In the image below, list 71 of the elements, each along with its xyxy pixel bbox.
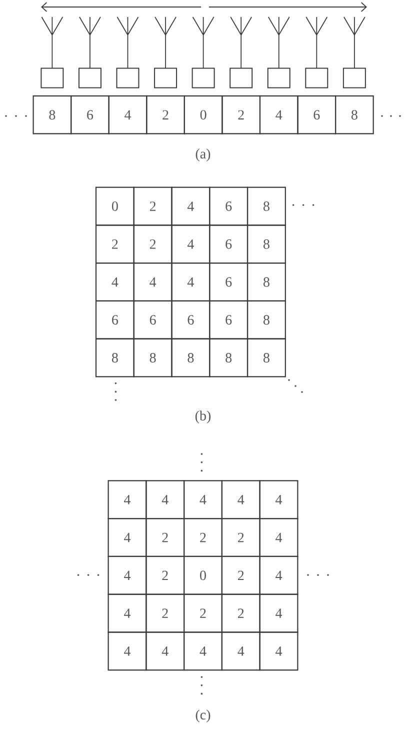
- grid-cell: 6: [133, 300, 172, 340]
- subfigure-caption: (c): [196, 710, 210, 722]
- grid-cell: 8: [95, 338, 134, 378]
- antenna-box: [116, 68, 140, 88]
- array-cell: 6: [297, 95, 336, 134]
- grid-cell: 6: [209, 262, 248, 302]
- grid-cell: 4: [108, 556, 147, 595]
- antenna-box: [305, 68, 328, 88]
- grid-cell: 4: [259, 594, 298, 633]
- grid-cell: 2: [146, 594, 185, 633]
- grid-cell: 4: [184, 632, 222, 671]
- antenna-box: [154, 68, 178, 88]
- grid-cell: 4: [221, 480, 260, 520]
- grid-cell: 4: [221, 632, 260, 671]
- grid-cell: 8: [246, 338, 286, 378]
- grid-cell: 6: [95, 300, 134, 340]
- array-cell: 2: [222, 95, 261, 134]
- grid-cell: 0: [184, 556, 222, 595]
- antenna-box: [342, 68, 366, 88]
- grid-cell: 2: [146, 556, 185, 595]
- grid-cell: 0: [95, 186, 134, 226]
- grid-cell: 8: [171, 338, 210, 378]
- array-cell: 0: [184, 95, 223, 134]
- grid-cell: 4: [259, 556, 298, 595]
- grid-cell: 8: [246, 262, 286, 302]
- grid-cell: 4: [108, 632, 147, 671]
- grid-cell: 4: [171, 262, 210, 302]
- grid-cell: 4: [184, 480, 222, 520]
- grid-cell: 2: [184, 594, 222, 633]
- grid-cell: 2: [133, 224, 172, 264]
- antenna-box: [78, 68, 102, 88]
- grid-cell: 6: [209, 224, 248, 264]
- array-cell: 4: [108, 95, 148, 134]
- grid-cell: 4: [171, 224, 210, 264]
- grid-cell: 4: [171, 186, 210, 226]
- grid-cell: 4: [259, 518, 298, 557]
- array-cell: 8: [32, 95, 72, 134]
- grid-cell: 4: [108, 518, 147, 557]
- grid-cell: 4: [108, 480, 147, 520]
- grid-cell: 2: [146, 518, 185, 557]
- grid-cell: 8: [209, 338, 248, 378]
- array-cell: 6: [70, 95, 110, 134]
- grid-cell: 2: [221, 556, 260, 595]
- grid-cell: 6: [171, 300, 210, 340]
- antenna-box: [230, 68, 253, 88]
- subfigure-caption: (a): [196, 148, 210, 162]
- grid-cell: 8: [246, 224, 286, 264]
- grid-cell: 2: [184, 518, 222, 557]
- grid-cell: 4: [95, 262, 134, 302]
- grid-cell: 4: [108, 594, 147, 633]
- grid-cell: 4: [259, 480, 298, 520]
- grid-cell: 6: [209, 186, 248, 226]
- grid-cell: 8: [133, 338, 172, 378]
- grid-cell: 4: [133, 262, 172, 302]
- grid-cell: 2: [221, 594, 260, 633]
- antenna-box: [267, 68, 290, 88]
- grid-cell: 4: [146, 480, 185, 520]
- grid-cell: 2: [133, 186, 172, 226]
- antenna-box: [40, 68, 64, 88]
- grid-cell: 8: [246, 186, 286, 226]
- grid-cell: 4: [146, 632, 185, 671]
- grid-cell: 2: [221, 518, 260, 557]
- grid-cell: 6: [209, 300, 248, 340]
- grid-cell: 2: [95, 224, 134, 264]
- grid-cell: 8: [246, 300, 286, 340]
- array-cell: 8: [335, 95, 374, 134]
- subfigure-caption: (b): [195, 410, 211, 424]
- array-cell: 4: [259, 95, 298, 134]
- antenna-box: [192, 68, 215, 88]
- array-cell: 2: [146, 95, 185, 134]
- grid-cell: 4: [259, 632, 298, 671]
